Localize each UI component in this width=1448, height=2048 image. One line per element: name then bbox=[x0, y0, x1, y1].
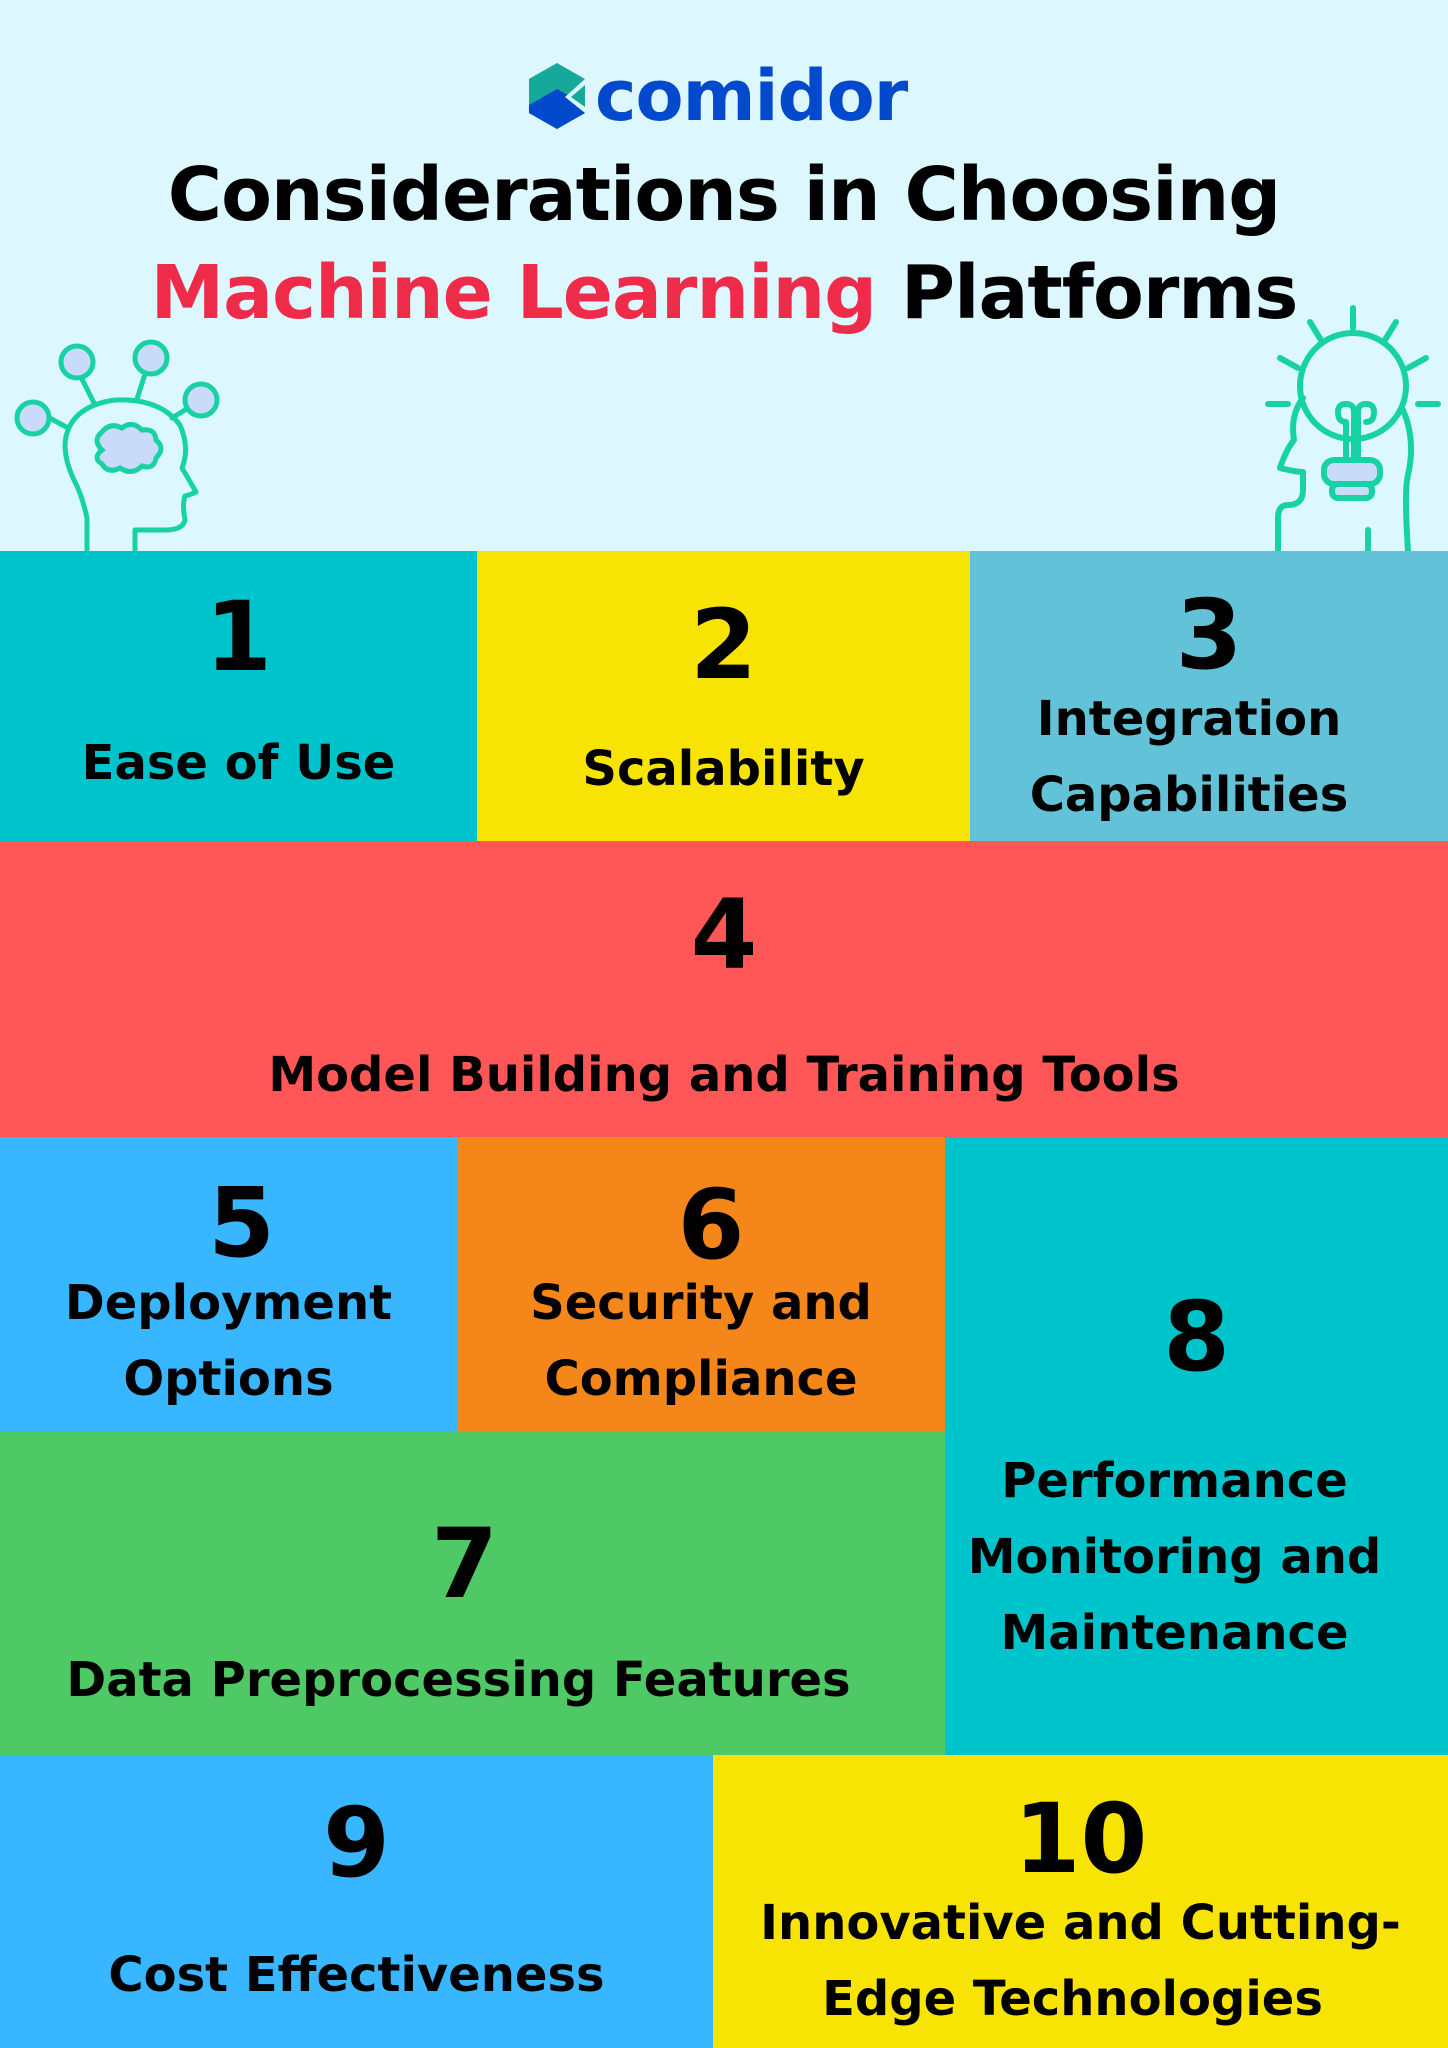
item-number: 6 bbox=[677, 1169, 745, 1281]
header: comidor Considerations in Choosing Machi… bbox=[0, 0, 1448, 551]
item-label-line2: Monitoring and bbox=[967, 1529, 1382, 1585]
item-number: 1 bbox=[205, 581, 272, 693]
head-network-icon bbox=[14, 339, 220, 551]
item-9-cost-effectiveness: 9 Cost Effectiveness bbox=[0, 1755, 713, 2048]
item-label-line2: Compliance bbox=[544, 1351, 858, 1407]
title-accent: Machine Learning bbox=[150, 250, 878, 336]
item-label-line2: Edge Technologies bbox=[822, 1971, 1323, 2027]
item-label-line1: Performance bbox=[1001, 1453, 1348, 1509]
item-label-line2: Options bbox=[123, 1351, 334, 1407]
item-number: 4 bbox=[690, 879, 758, 991]
item-label-line1: Security and bbox=[530, 1275, 872, 1331]
item-label: Ease of Use bbox=[81, 735, 396, 791]
item-label-line2: Capabilities bbox=[1029, 767, 1349, 823]
item-8-performance-monitoring: 8 Performance Monitoring and Maintenance bbox=[945, 1137, 1448, 1755]
item-label-line1: Integration bbox=[1036, 691, 1342, 747]
head-lightbulb-icon bbox=[1265, 305, 1441, 551]
item-label: Cost Effectiveness bbox=[108, 1947, 605, 2003]
item-label: Model Building and Training Tools bbox=[268, 1047, 1180, 1103]
item-5-deployment-options: 5 Deployment Options bbox=[0, 1137, 457, 1432]
item-number: 3 bbox=[1175, 579, 1243, 691]
item-number: 2 bbox=[690, 589, 757, 701]
item-number: 7 bbox=[431, 1508, 498, 1620]
item-4-model-building: 4 Model Building and Training Tools bbox=[0, 841, 1448, 1137]
item-number: 10 bbox=[1013, 1783, 1148, 1895]
item-label-line1: Deployment bbox=[64, 1275, 393, 1331]
comidor-logo: comidor bbox=[527, 55, 908, 137]
item-label-line1: Innovative and Cutting- bbox=[760, 1895, 1401, 1951]
item-6-security-compliance: 6 Security and Compliance bbox=[457, 1137, 945, 1432]
item-number: 9 bbox=[323, 1787, 390, 1899]
comidor-hexagon-icon bbox=[529, 63, 585, 129]
page-title-line2: Machine Learning Platforms bbox=[0, 256, 1448, 330]
title-rest: Platforms bbox=[876, 250, 1299, 336]
item-label-line3: Maintenance bbox=[1000, 1605, 1349, 1661]
item-number: 5 bbox=[208, 1167, 275, 1279]
item-number: 8 bbox=[1163, 1281, 1230, 1393]
item-10-innovative-technologies: 10 Innovative and Cutting- Edge Technolo… bbox=[713, 1755, 1448, 2048]
item-2-scalability: 2 Scalability bbox=[477, 551, 970, 841]
item-3-integration-capabilities: 3 Integration Capabilities bbox=[970, 551, 1448, 841]
item-label: Data Preprocessing Features bbox=[66, 1652, 851, 1708]
item-7-data-preprocessing: 7 Data Preprocessing Features bbox=[0, 1432, 945, 1755]
page-title-line1: Considerations in Choosing bbox=[167, 152, 1281, 238]
item-1-ease-of-use: 1 Ease of Use bbox=[0, 551, 477, 841]
item-label: Scalability bbox=[582, 741, 865, 797]
logo-text: comidor bbox=[595, 55, 908, 137]
